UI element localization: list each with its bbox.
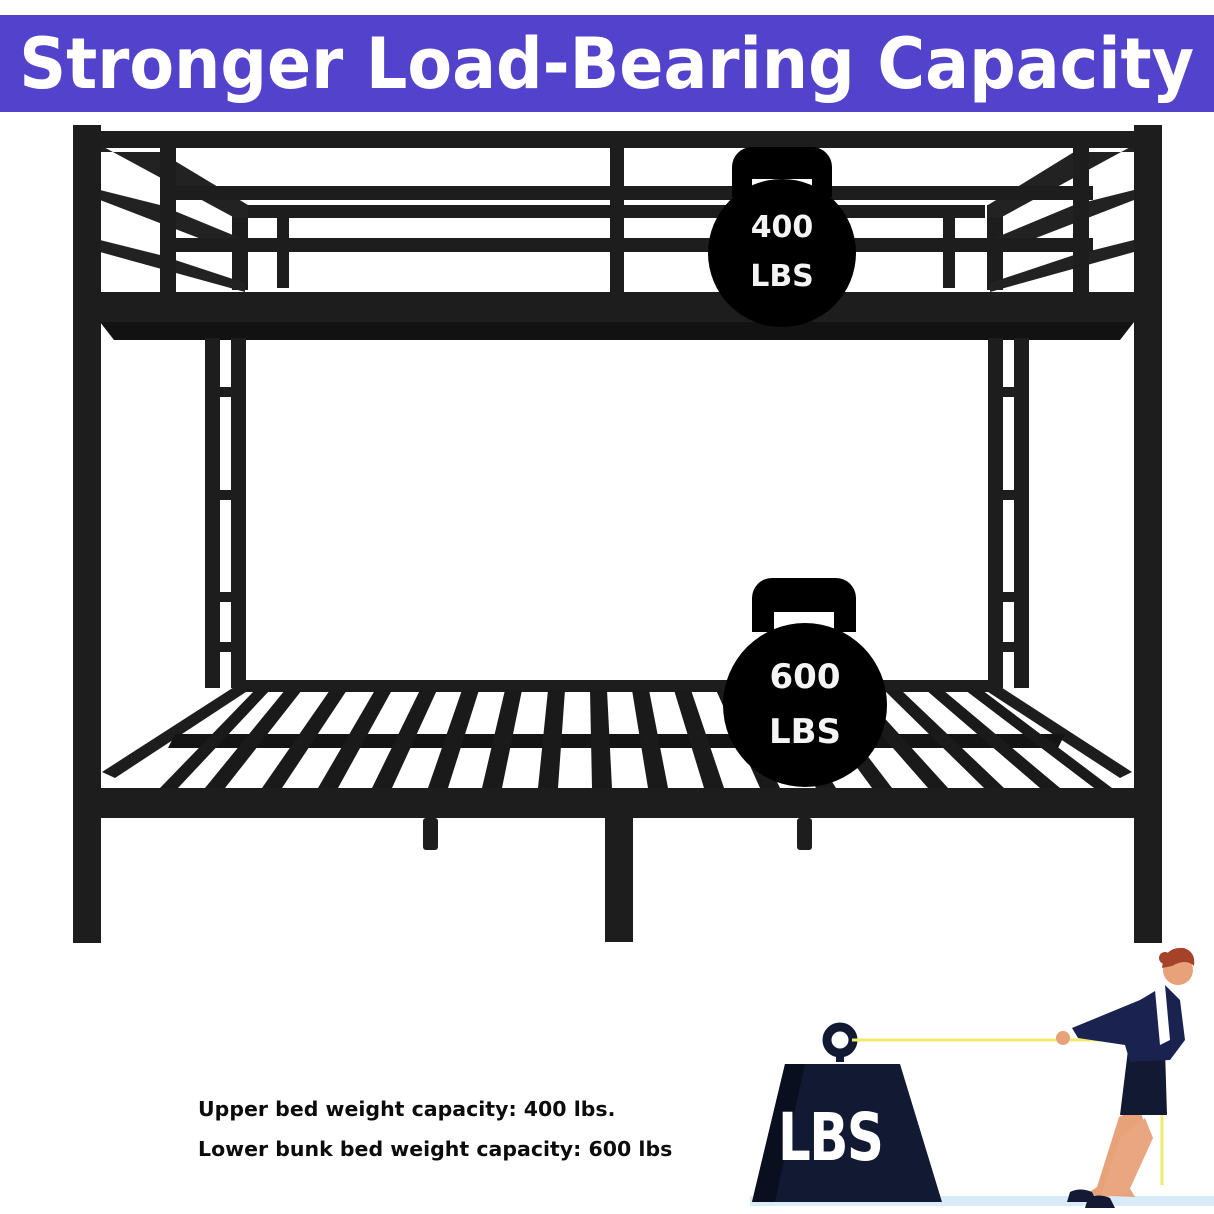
upper-weight-value: 400: [750, 210, 814, 245]
kettlebell-icon-lower: [723, 578, 887, 787]
weight-block-label: LBS: [778, 1099, 884, 1176]
lower-capacity-spec: Lower bunk bed weight capacity: 600 lbs: [198, 1137, 673, 1161]
upper-capacity-spec: Upper bed weight capacity: 400 lbs.: [198, 1097, 616, 1121]
bunk-bed-frame-icon: [73, 125, 1162, 943]
banner-title: Stronger Load-Bearing Capacity: [19, 22, 1195, 105]
woman-pulling-rope-icon: [1056, 947, 1195, 1208]
lower-weight-unit: LBS: [768, 712, 842, 752]
upper-weight-unit: LBS: [750, 259, 814, 294]
kettlebell-icon-upper: [708, 147, 856, 327]
weight-block-icon: [750, 1022, 1214, 1206]
lower-weight-value: 600: [769, 657, 841, 697]
title-banner: Stronger Load-Bearing Capacity: [0, 15, 1214, 112]
